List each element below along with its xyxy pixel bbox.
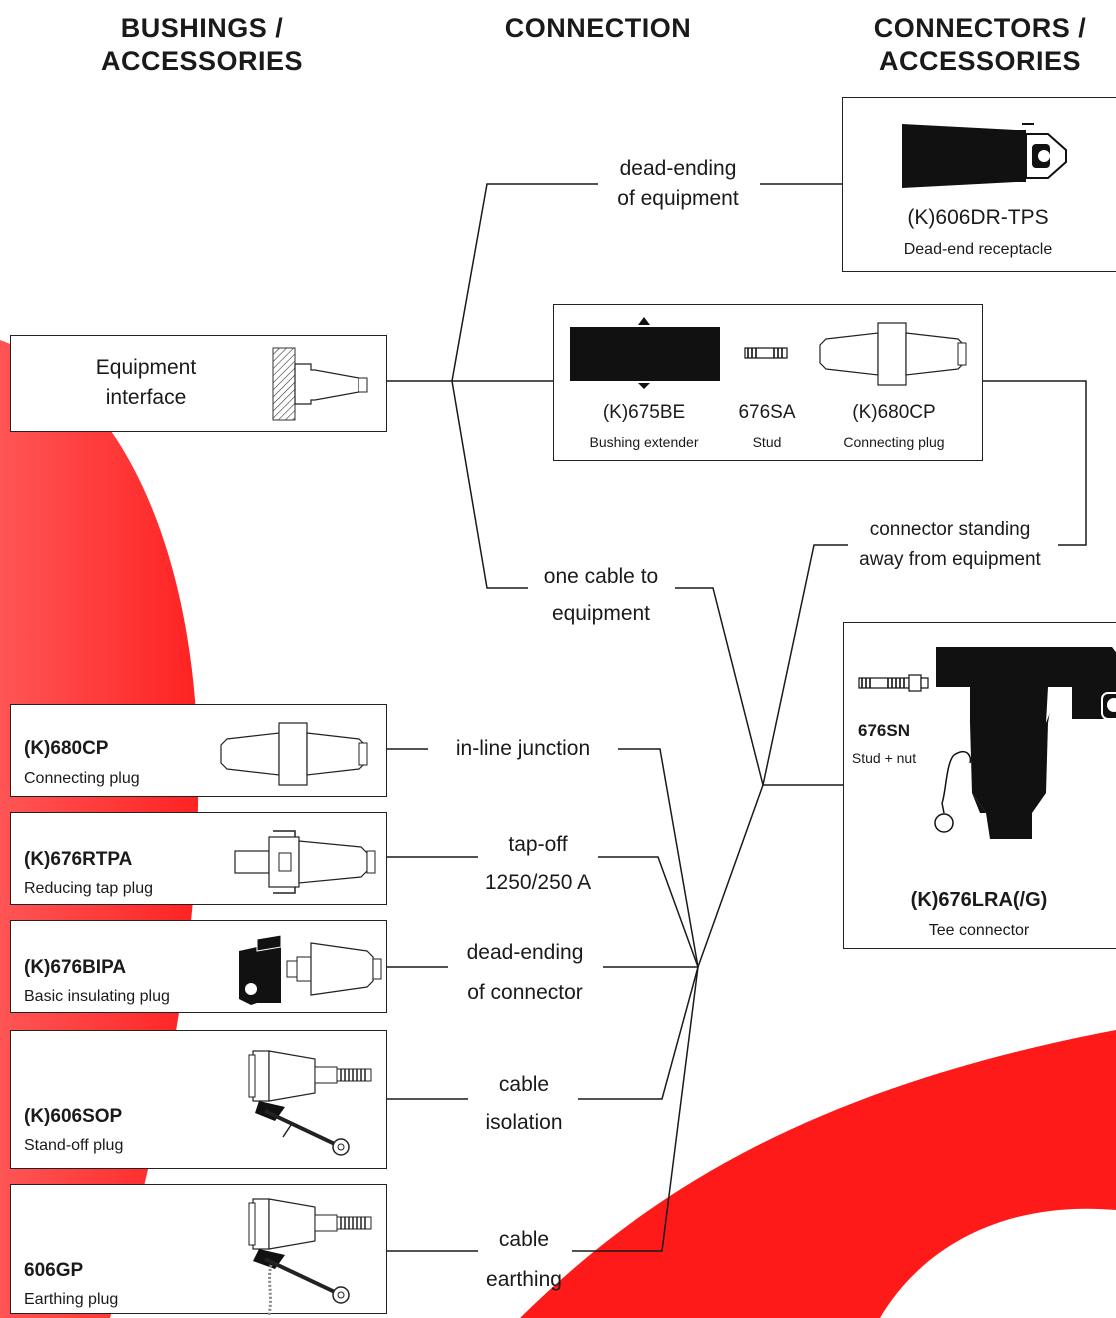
- stud-code: 676SA: [738, 402, 796, 423]
- left-item-desc: Connecting plug: [24, 770, 140, 787]
- red-arc-shape-right: [520, 1030, 1116, 1318]
- stud-nut-icon: [858, 674, 929, 692]
- header-left-line2: ACCESSORIES: [100, 46, 304, 76]
- left-item-basic-insulating-plug[interactable]: (K)676BIPA Basic insulating plug: [10, 920, 387, 1013]
- label-connector-standing-away: connector standing away from equipment: [859, 519, 1041, 570]
- label-dead-ending-connector: dead-ending of connector: [466, 941, 584, 1004]
- left-item-desc: Earthing plug: [24, 1291, 119, 1308]
- stud-nut-code: 676SN: [858, 721, 910, 740]
- dead-end-receptacle-desc: Dead-end receptacle: [903, 241, 1053, 258]
- header-bushings-accessories: BUSHINGS / ACCESSORIES: [82, 12, 322, 78]
- left-item-code: (K)676BIPA: [24, 957, 127, 978]
- dead-end-receptacle-box[interactable]: (K)606DR-TPS Dead-end receptacle: [842, 97, 1116, 272]
- left-item-desc: Reducing tap plug: [24, 880, 153, 897]
- header-connection: CONNECTION: [478, 12, 718, 45]
- label-cable-isolation: cable isolation: [485, 1073, 563, 1134]
- label-inline-junction: in-line junction: [455, 737, 591, 760]
- equipment-interface-box[interactable]: Equipment interface: [10, 335, 387, 432]
- left-item-code: (K)606SOP: [24, 1106, 123, 1127]
- tee-connector-icon: [934, 647, 1116, 839]
- basic-insulating-plug-icon: [239, 934, 382, 1005]
- header-right-line1: CONNECTORS /: [873, 13, 1087, 43]
- header-left-line1: BUSHINGS /: [120, 13, 284, 43]
- tee-connector-desc: Tee connector: [928, 922, 1030, 939]
- bushing-extender-code: (K)675BE: [602, 402, 686, 423]
- tee-connector-box[interactable]: 676SN Stud + nut (K)676LRA(/G) Tee conne…: [843, 622, 1116, 949]
- stud-nut-desc: Stud + nut: [851, 750, 917, 766]
- left-item-desc: Stand-off plug: [24, 1137, 124, 1154]
- label-tap-off: tap-off 1250/250 A: [484, 833, 592, 894]
- label-dead-ending-equipment: dead-ending of equipment: [617, 157, 739, 210]
- dead-end-receptacle-code: (K)606DR-TPS: [907, 206, 1049, 229]
- earthing-plug-icon: [248, 1198, 372, 1316]
- left-item-code: 606GP: [24, 1260, 84, 1281]
- reducing-tap-plug-icon: [234, 830, 376, 894]
- left-item-earthing-plug[interactable]: 606GP Earthing plug: [10, 1184, 387, 1316]
- label-one-cable: one cable to equipment: [543, 565, 659, 625]
- connecting-plug-desc: Connecting plug: [843, 434, 945, 450]
- left-item-connecting-plug[interactable]: (K)680CP Connecting plug: [10, 704, 387, 797]
- bushing-extender-desc: Bushing extender: [589, 434, 699, 450]
- left-item-reducing-tap-plug[interactable]: (K)676RTPA Reducing tap plug: [10, 812, 387, 905]
- equipment-bushing-icon: [272, 347, 368, 421]
- connecting-plug-icon: [220, 722, 368, 786]
- left-item-code: (K)680CP: [24, 738, 109, 759]
- connecting-plug-icon: [819, 322, 967, 386]
- dead-end-receptacle-icon: [902, 123, 1067, 188]
- equipment-interface-label: Equipment interface: [95, 356, 197, 409]
- tee-connector-code: (K)676LRA(/G): [910, 889, 1048, 911]
- label-cable-earthing: cable earthing: [486, 1228, 562, 1291]
- left-item-desc: Basic insulating plug: [24, 988, 170, 1005]
- connecting-plug-code: (K)680CP: [852, 402, 936, 423]
- stud-icon: [744, 347, 788, 359]
- header-connectors-accessories: CONNECTORS / ACCESSORIES: [860, 12, 1100, 78]
- stud-desc: Stud: [752, 434, 782, 450]
- left-item-stand-off-plug[interactable]: (K)606SOP Stand-off plug: [10, 1030, 387, 1169]
- left-item-code: (K)676RTPA: [24, 849, 133, 870]
- stand-off-plug-icon: [248, 1050, 372, 1156]
- header-center-line: CONNECTION: [504, 13, 692, 43]
- bushing-extender-icon: [570, 317, 720, 389]
- header-right-line2: ACCESSORIES: [878, 46, 1082, 76]
- bushing-extender-group-box[interactable]: (K)675BE Bushing extender 676SA Stud (K)…: [553, 304, 983, 461]
